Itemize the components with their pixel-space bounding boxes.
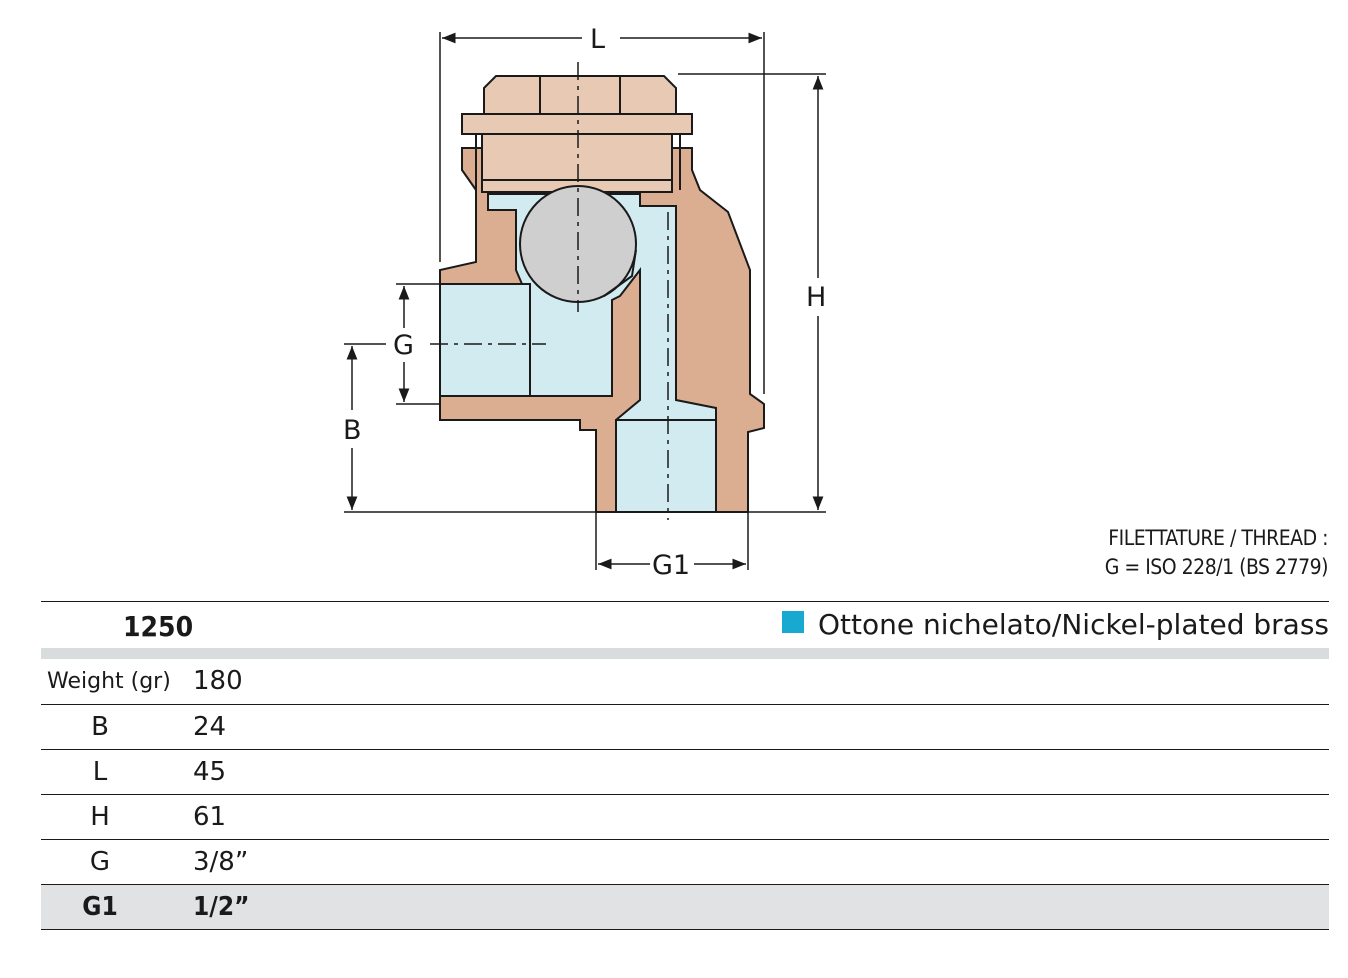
thread-note: FILETTATURE / THREAD : G = ISO 228/1 (BS… (1104, 524, 1329, 582)
material-label: Ottone nichelato/Nickel-plated brass (781, 608, 1329, 641)
row-label: G1 (82, 892, 118, 922)
product-code: 1250 (123, 610, 194, 643)
row-label: G (89, 847, 111, 877)
table-row: B 24 (41, 705, 1329, 750)
thread-note-line2: G = ISO 228/1 (BS 2779) (1104, 555, 1329, 579)
row-value: 3/8” (193, 847, 249, 877)
row-label: Weight (gr) (47, 669, 171, 694)
row-value: 45 (193, 757, 227, 787)
row-label: L (92, 757, 108, 787)
dim-label-L: L (590, 24, 605, 55)
table-row: H 61 (41, 795, 1329, 840)
spec-table: 1250 Ottone nichelato/Nickel-plated bras… (41, 601, 1329, 930)
dim-label-G: G (393, 330, 414, 361)
valve-technical-drawing: L H G B G1 (343, 24, 826, 581)
dim-label-B: B (343, 415, 362, 446)
row-value: 1/2” (193, 892, 250, 922)
table-row: Weight (gr) 180 (41, 659, 1329, 705)
header-band (41, 648, 1329, 659)
table-row: L 45 (41, 750, 1329, 795)
table-row: G 3/8” (41, 840, 1329, 885)
row-label: B (91, 712, 109, 742)
thread-note-line1: FILETTATURE / THREAD : (1108, 526, 1328, 550)
row-label: H (90, 802, 110, 832)
material-color-swatch (781, 611, 804, 633)
dim-label-H: H (806, 282, 826, 313)
table-row-highlighted: G1 1/2” (41, 885, 1329, 930)
row-value: 61 (193, 802, 227, 832)
dimension-lines (344, 32, 826, 570)
material-text: Ottone nichelato/Nickel-plated brass (817, 608, 1329, 641)
centre-lines (430, 62, 669, 520)
valve-bores (439, 193, 717, 513)
dim-label-G1: G1 (652, 550, 690, 581)
spec-table-header: 1250 Ottone nichelato/Nickel-plated bras… (41, 601, 1329, 648)
row-value: 180 (193, 666, 243, 696)
row-value: 24 (193, 712, 227, 742)
